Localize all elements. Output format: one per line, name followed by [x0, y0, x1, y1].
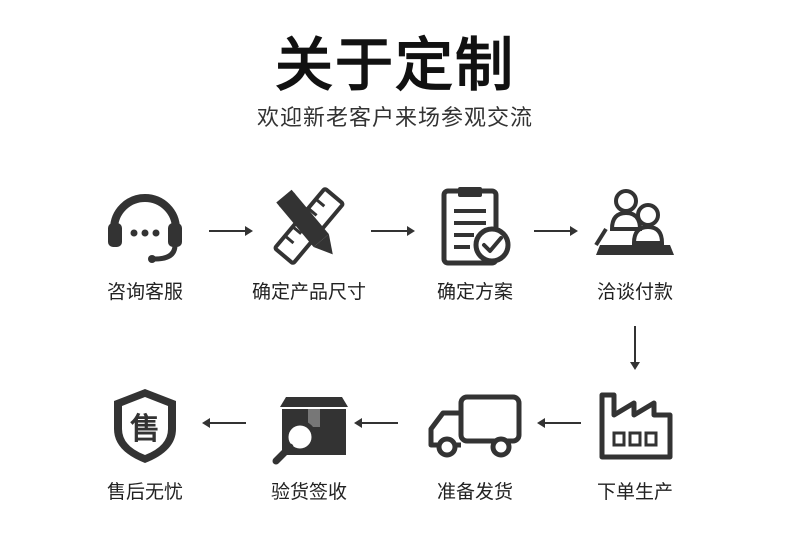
step-label: 验货签收 — [270, 481, 347, 503]
after-sales-shield-icon: 售 — [114, 389, 176, 463]
arrow-left-icon — [537, 418, 581, 428]
step-label: 咨询客服 — [106, 281, 183, 303]
step-label: 确定方案 — [436, 281, 513, 303]
step-consult: 咨询客服 — [70, 185, 220, 304]
arrow-right-icon — [371, 226, 415, 236]
step-label: 准备发货 — [436, 481, 513, 503]
step-ship: 准备发货 — [400, 385, 550, 504]
step-plan: 确定方案 — [400, 185, 550, 304]
arrow-left-icon — [202, 418, 246, 428]
step-size: 确定产品尺寸 — [234, 185, 384, 304]
factory-icon — [599, 392, 673, 460]
step-label: 下单生产 — [596, 481, 673, 503]
page-subtitle: 欢迎新老客户来场参观交流 — [256, 106, 533, 131]
headset-icon — [108, 194, 182, 263]
meeting-people-icon — [594, 189, 674, 255]
step-label: 售后无忧 — [106, 481, 183, 503]
step-inspect: 验货签收 — [234, 385, 384, 504]
step-produce: 下单生产 — [560, 385, 710, 504]
arrow-left-icon — [354, 418, 398, 428]
badge-glyph: 售 — [130, 412, 160, 447]
arrow-right-icon — [209, 226, 253, 236]
step-payment: 洽谈付款 — [560, 185, 710, 304]
box-inspect-icon — [272, 397, 348, 465]
step-label: 确定产品尺寸 — [251, 281, 366, 303]
step-after-sales: 售 售后无忧 — [70, 385, 220, 504]
arrow-right-icon — [534, 226, 578, 236]
clipboard-check-icon — [441, 187, 511, 266]
arrow-down-icon — [630, 326, 640, 370]
pencil-ruler-icon — [273, 187, 345, 265]
delivery-truck-icon — [428, 394, 522, 458]
page-title: 关于定制 — [274, 31, 515, 99]
step-label: 洽谈付款 — [596, 281, 673, 303]
